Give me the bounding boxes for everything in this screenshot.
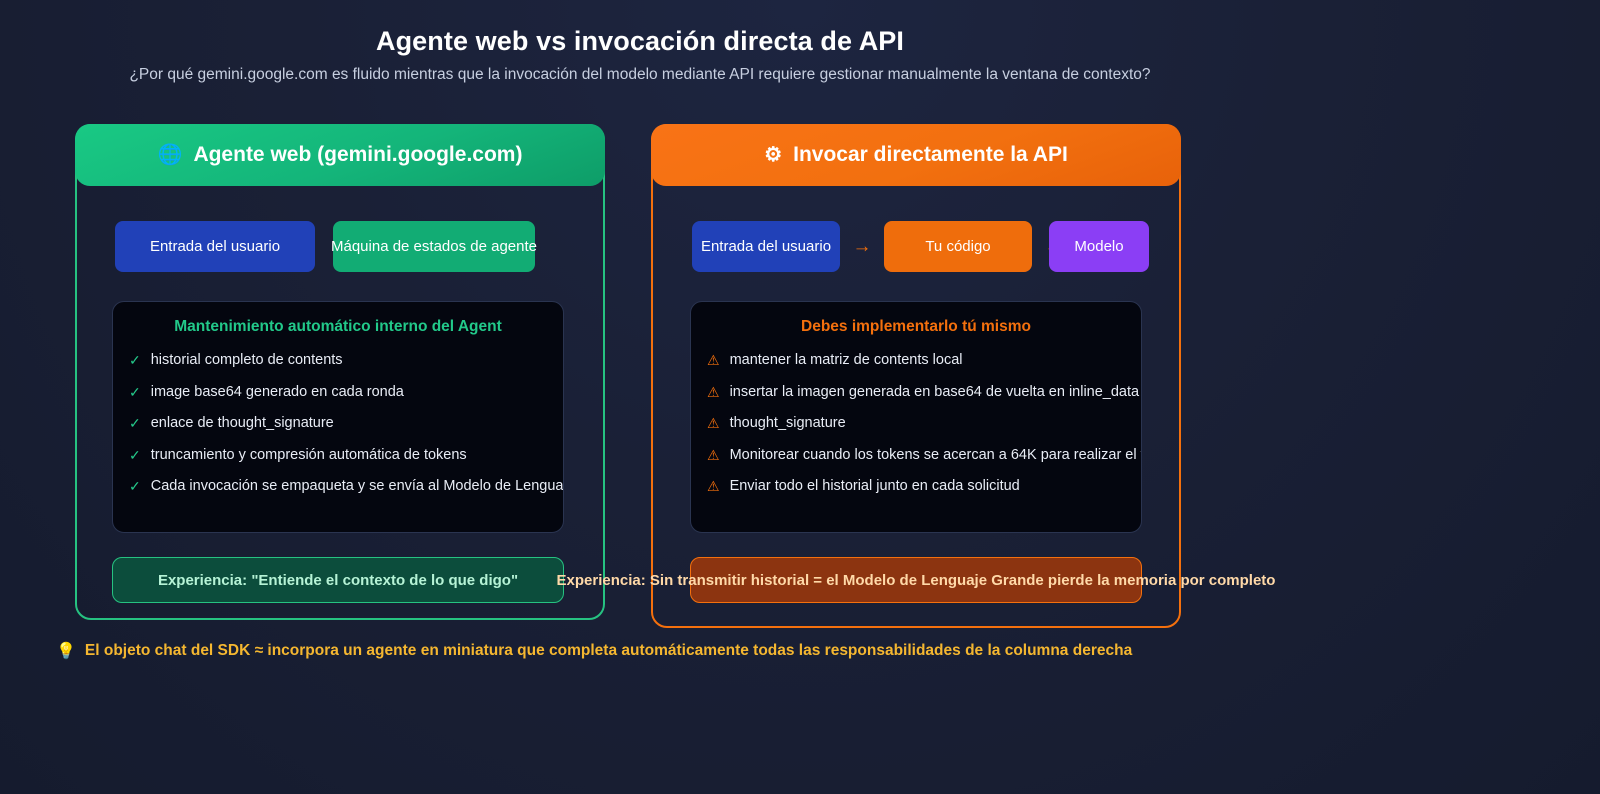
footer-box-left: Experiencia: "Entiende el contexto de lo… xyxy=(112,557,564,603)
page-title: Agente web vs invocación directa de API xyxy=(375,26,905,56)
detail-card-left-title: Mantenimiento automático interno del Age… xyxy=(174,318,502,335)
list-item: ⚠ insertar la imagen generada en base64 … xyxy=(691,382,1141,414)
check-icon: ✓ xyxy=(129,415,141,431)
footer-box-left-label: Experiencia: "Entiende el contexto de lo… xyxy=(157,571,519,589)
list-item: ⚠ Enviar todo el historial junto en cada… xyxy=(691,476,1141,508)
panel-web-agent: 🌐 Agente web (gemini.google.com) Entrada… xyxy=(75,124,605,620)
check-icon: ✓ xyxy=(129,383,141,400)
list-item-label: Enviar todo el historial junto en cada s… xyxy=(729,478,1020,494)
check-icon: ✓ xyxy=(129,352,141,368)
checklist-auto-maintained: ✓ historial completo de contents ✓ image… xyxy=(113,350,563,508)
warning-icon: ⚠ xyxy=(707,478,720,494)
list-item: ⚠ Monitorear cuando los tokens se acerca… xyxy=(691,445,1141,477)
list-item: ⚠ thought_signature xyxy=(691,413,1141,445)
warning-icon: ⚠ xyxy=(707,446,720,463)
panel-direct-api-title: Invocar directamente la API xyxy=(793,143,1068,166)
bottom-note-label: El objeto chat del SDK ≈ incorpora un ag… xyxy=(84,642,1133,659)
panel-web-agent-header: 🌐 Agente web (gemini.google.com) xyxy=(75,124,605,186)
warning-icon: ⚠ xyxy=(707,415,720,431)
list-item: ⚠ mantener la matriz de contents local xyxy=(691,350,1141,382)
list-item-label: thought_signature xyxy=(729,415,846,431)
panel-direct-api: ⚙ Invocar directamente la API Entrada de… xyxy=(557,124,1275,628)
globe-icon: 🌐 xyxy=(157,144,183,166)
list-item: ✓ Cada invocación se empaqueta y se enví… xyxy=(113,476,563,508)
warning-icon: ⚠ xyxy=(707,383,720,400)
check-icon: ✓ xyxy=(129,478,141,494)
list-item: ✓ image base64 generado en cada ronda xyxy=(113,382,563,414)
list-item: ✓ historial completo de contents xyxy=(113,350,563,382)
check-icon: ✓ xyxy=(129,446,141,463)
panel-web-agent-title: Agente web (gemini.google.com) xyxy=(193,143,523,166)
chip-user-input-right[interactable]: Entrada del usuario xyxy=(692,221,840,272)
list-item-label: truncamiento y compresión automática de … xyxy=(150,446,467,463)
list-item-label: enlace de thought_signature xyxy=(150,415,334,431)
chip-user-input-left[interactable]: Entrada del usuario xyxy=(115,221,315,272)
chip-your-code[interactable]: Tu código xyxy=(884,221,1032,272)
list-item-label: Cada invocación se empaqueta y se envía … xyxy=(150,478,564,494)
footer-box-right-label: Experiencia: Sin transmitir historial = … xyxy=(556,571,1276,589)
list-item-label: image base64 generado en cada ronda xyxy=(150,383,404,400)
page-subtitle: ¿Por qué gemini.google.com es fluido mie… xyxy=(129,66,1151,83)
gear-icon: ⚙ xyxy=(764,144,783,166)
bottom-note: 💡 El objeto chat del SDK ≈ incorpora un … xyxy=(56,641,1132,661)
footer-box-right: Experiencia: Sin transmitir historial = … xyxy=(557,557,1275,603)
chip-model[interactable]: Modelo xyxy=(1049,221,1149,272)
panel-direct-api-header: ⚙ Invocar directamente la API xyxy=(651,124,1181,186)
list-item: ✓ truncamiento y compresión automática d… xyxy=(113,445,563,477)
list-item: ✓ enlace de thought_signature xyxy=(113,413,563,445)
flow-web-agent: Entrada del usuario → Máquina de estados… xyxy=(115,221,537,272)
list-item-label: historial completo de contents xyxy=(150,352,343,368)
detail-card-right-title: Debes implementarlo tú mismo xyxy=(801,318,1031,335)
list-item-label: Monitorear cuando los tokens se acercan … xyxy=(729,446,1141,463)
flow-direct-api: Entrada del usuario → Tu código → Modelo xyxy=(692,221,1149,272)
checklist-manual-work: ⚠ mantener la matriz de contents local ⚠… xyxy=(691,350,1141,508)
detail-card-manual-work: Debes implementarlo tú mismo ⚠ mantener … xyxy=(690,301,1142,533)
flow-arrow-right-1: → xyxy=(852,236,872,257)
warning-icon: ⚠ xyxy=(707,352,720,368)
lightbulb-icon: 💡 xyxy=(56,643,76,660)
list-item-label: insertar la imagen generada en base64 de… xyxy=(729,383,1140,400)
detail-card-auto-maintained: Mantenimiento automático interno del Age… xyxy=(112,301,564,533)
list-item-label: mantener la matriz de contents local xyxy=(729,352,963,368)
chip-agent-state-machine[interactable]: Máquina de estados de agente xyxy=(331,221,537,272)
